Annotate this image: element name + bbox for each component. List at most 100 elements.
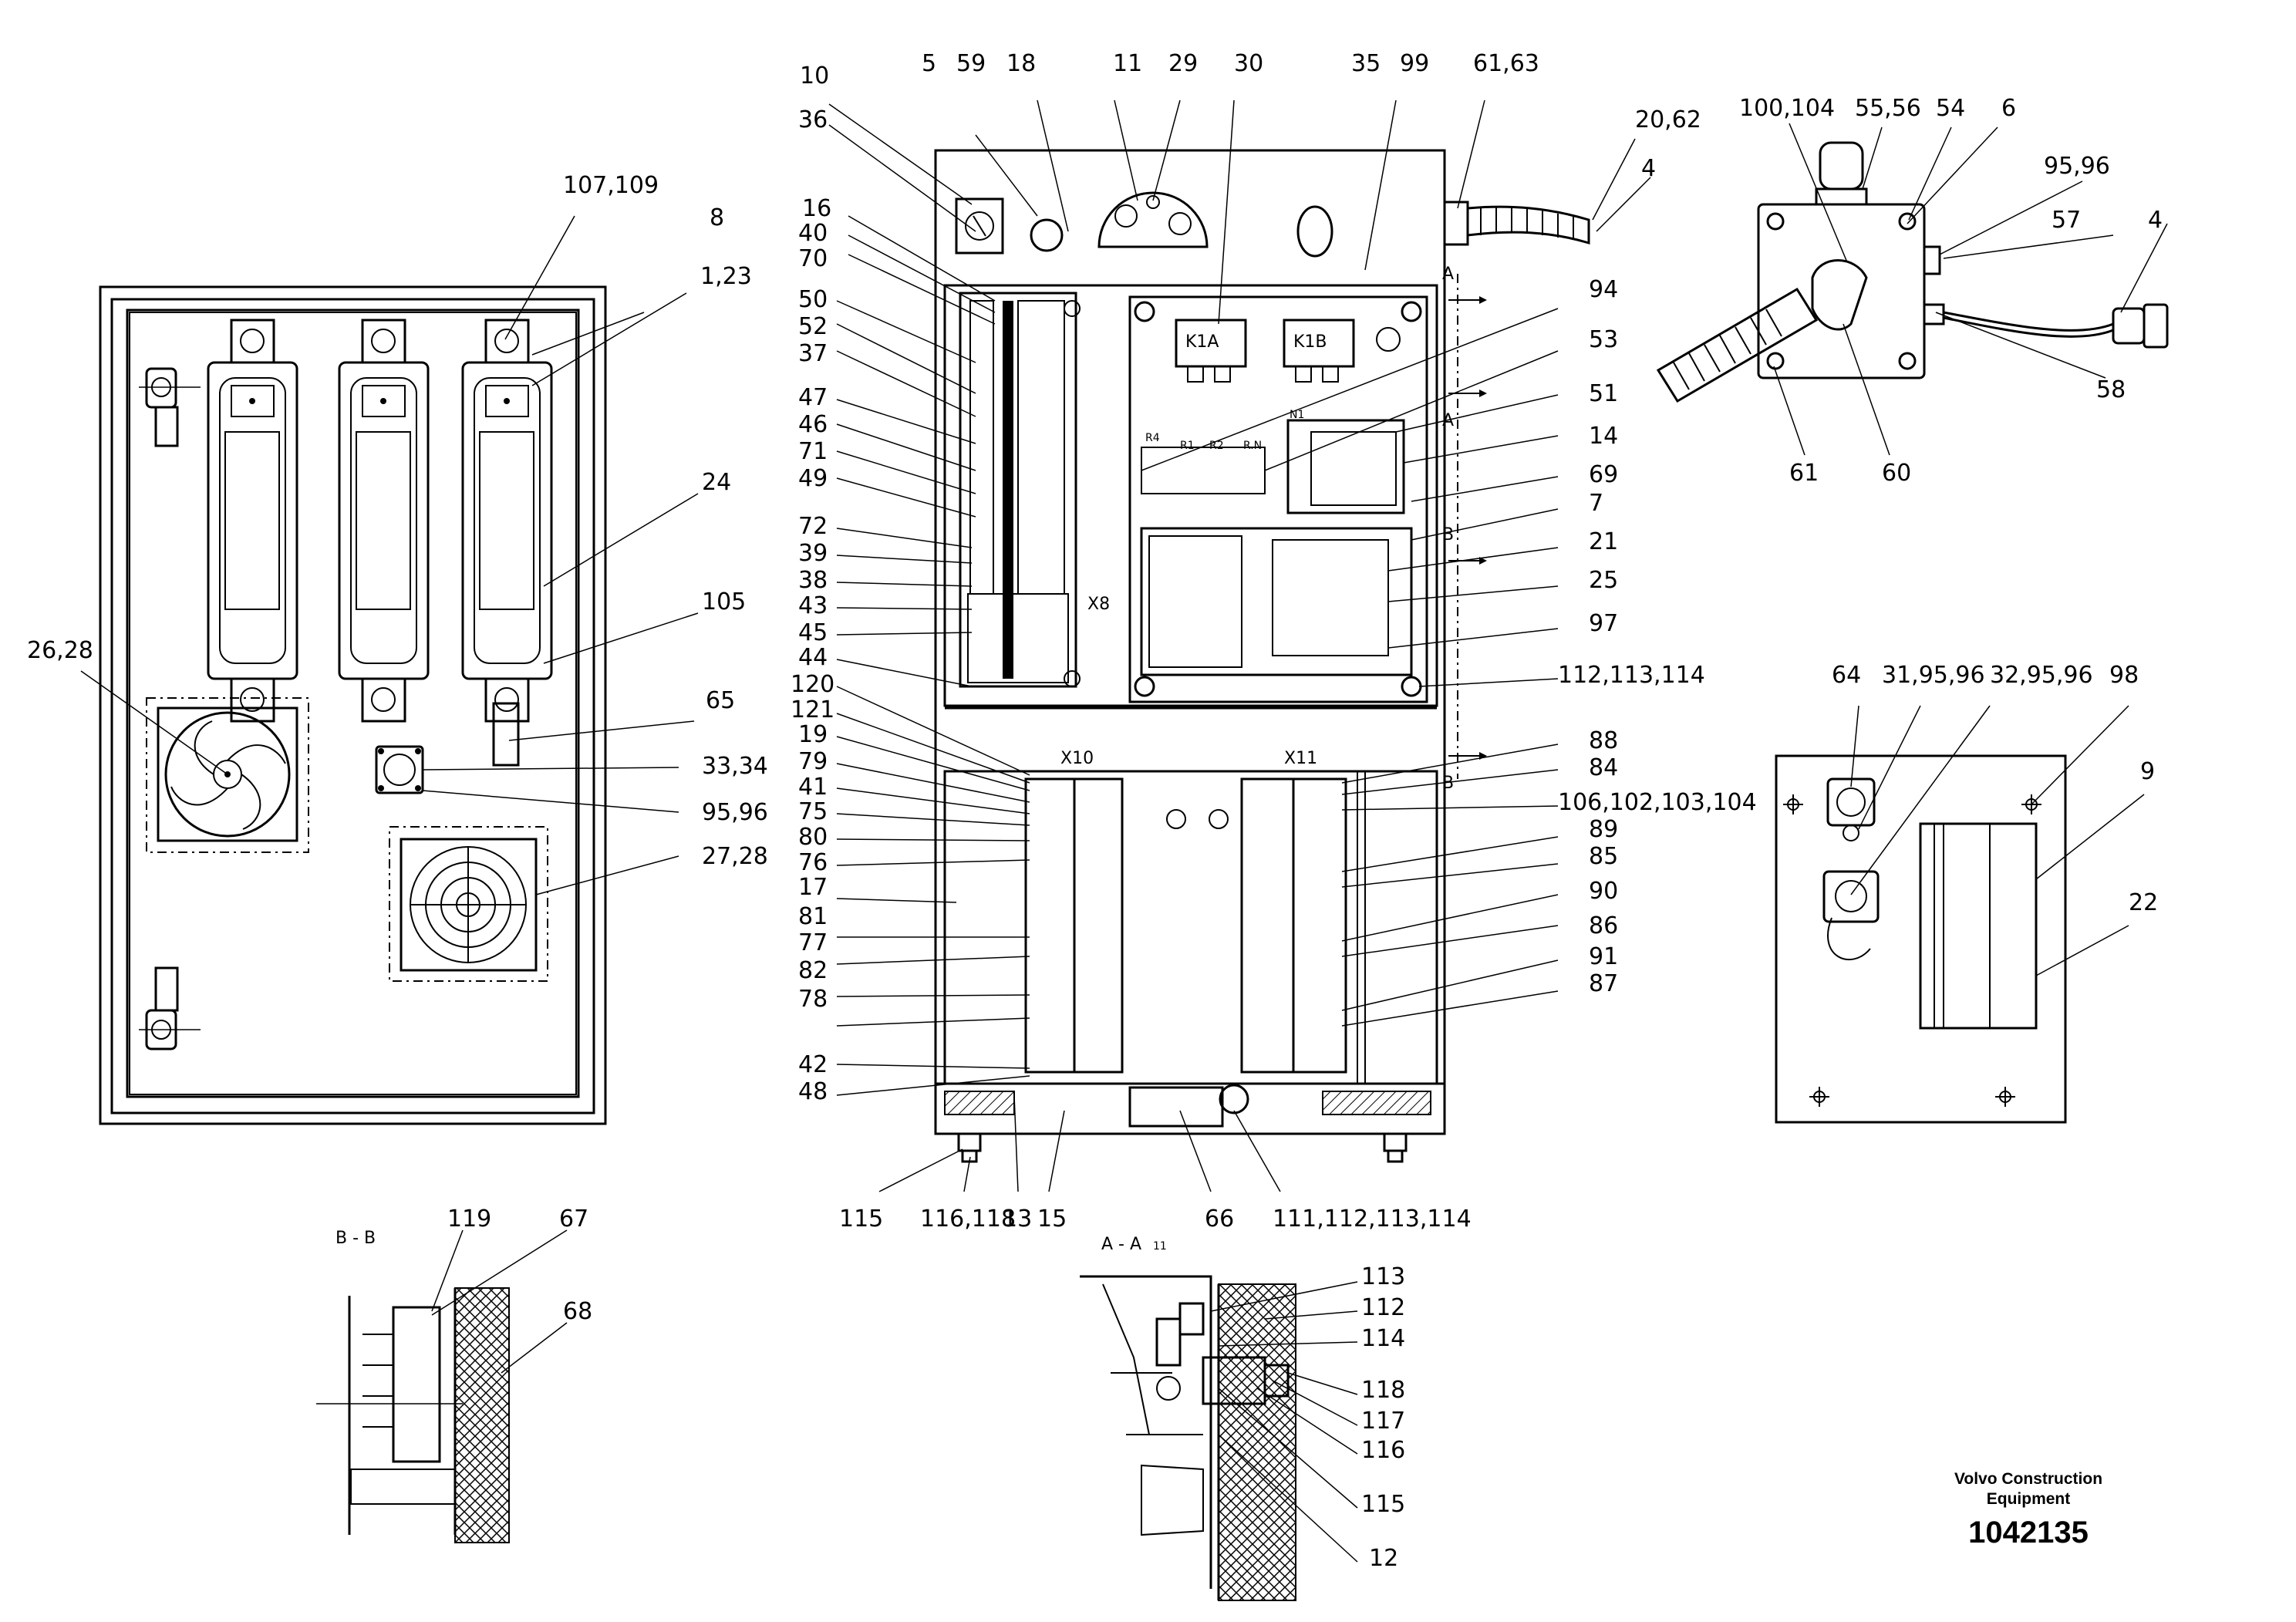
door-handle-1 (207, 319, 298, 723)
callout-label: 66 (1205, 1206, 1234, 1233)
company-name-line1: Volvo Construction (1954, 1470, 2103, 1488)
callout-label: 113 (1361, 1263, 1405, 1290)
callout-label: 26,28 (27, 637, 93, 664)
callout-label: 112 (1361, 1294, 1405, 1321)
callout-label: 19 (798, 721, 828, 748)
callout-label: 45 (798, 619, 828, 646)
callout-numbers: 10 5 59 18 11 29 30 35 99 61,63 36 16 40… (27, 50, 2163, 1572)
callout-label: 117 (1361, 1408, 1405, 1435)
callout-label: 77 (798, 929, 828, 956)
callout-label: 91 (1589, 943, 1618, 970)
relay-plate (1128, 295, 1428, 703)
company-name-line2: Equipment (1986, 1490, 2071, 1508)
door-view (99, 285, 607, 1125)
fan-unit (146, 697, 309, 853)
callout-label: 15 (1037, 1206, 1067, 1233)
section-bb-view (316, 1287, 510, 1543)
callout-label: 114 (1361, 1325, 1405, 1352)
callout-label: 16 (802, 195, 831, 222)
relay-label-k1a: K1A (1185, 332, 1219, 352)
callout-label: 37 (798, 340, 828, 367)
callout-label: 112,113,114 (1558, 662, 1705, 689)
callout-label: 8 (710, 204, 724, 231)
terminal-block-x11 (1240, 777, 1347, 1074)
callout-label: 51 (1589, 380, 1618, 407)
callout-label: 40 (798, 220, 828, 247)
callout-label: 105 (702, 588, 746, 615)
callout-label: 54 (1936, 95, 1965, 122)
callout-label: 76 (798, 849, 828, 876)
callout-label: 10 (800, 62, 829, 89)
section-mark-b-bottom: B (1442, 774, 1454, 793)
callout-label: 86 (1589, 912, 1618, 939)
callout-label: 50 (798, 286, 828, 313)
callout-label: 118 (1361, 1377, 1405, 1404)
callout-label: 65 (706, 687, 735, 714)
callout-leaders (80, 99, 2168, 1563)
callout-label: 115 (839, 1206, 883, 1233)
callout-label: 9 (2140, 758, 2155, 785)
board-label-n1: N1 (1290, 409, 1304, 421)
callout-label: 21 (1589, 528, 1618, 555)
callout-label: 48 (798, 1078, 828, 1105)
callout-label: 61 (1789, 460, 1819, 487)
callout-label: 38 (798, 567, 828, 594)
callout-label: 7 (1589, 490, 1603, 517)
callout-label: 67 (559, 1206, 588, 1233)
callout-label: 100,104 (1739, 95, 1835, 122)
callout-label: 95,96 (2044, 153, 2110, 180)
cabinet-foot-left (957, 1132, 982, 1163)
callout-label: 18 (1006, 50, 1036, 77)
callout-label: 120 (791, 671, 834, 698)
callout-label: 85 (1589, 843, 1618, 870)
callout-label: 5 (922, 50, 936, 77)
terminal-strip-x8 (959, 292, 1081, 688)
callout-label: 79 (798, 748, 828, 775)
callout-label: 20,62 (1635, 106, 1701, 133)
callout-label: 17 (798, 874, 828, 901)
terminal-label-x11: X11 (1284, 749, 1317, 768)
callout-label: 94 (1589, 276, 1618, 303)
callout-label: 52 (798, 313, 828, 340)
door-handle-2 (338, 319, 430, 723)
callout-label: 57 (2052, 207, 2081, 234)
callout-label: 47 (798, 384, 828, 411)
callout-label: 42 (798, 1051, 828, 1078)
section-mark-a-bottom: A (1442, 411, 1454, 430)
relay-label-k1b: K1B (1293, 332, 1327, 352)
callout-label: 53 (1589, 326, 1618, 353)
socket-64 (1826, 777, 1876, 841)
callout-label: 106,102,103,104 (1558, 789, 1757, 816)
callout-label: 97 (1589, 610, 1618, 637)
callout-label: 29 (1168, 50, 1198, 77)
callout-label: 43 (798, 592, 828, 619)
vent-grille (389, 826, 548, 982)
callout-label: 36 (798, 106, 828, 133)
callout-label: 71 (798, 438, 828, 465)
callout-label: 107,109 (563, 172, 659, 199)
callout-label: 80 (798, 824, 828, 851)
socket-32 (1822, 870, 1880, 961)
callout-label: 4 (2148, 207, 2163, 234)
callout-label: 69 (1589, 461, 1618, 488)
callout-label: 24 (702, 469, 731, 496)
callout-label: 30 (1234, 50, 1263, 77)
callout-label: 39 (798, 540, 828, 567)
terminal-label-x10: X10 (1060, 749, 1094, 768)
junction-box-view (1656, 141, 2169, 403)
callout-label: 32,95,96 (1990, 662, 2093, 689)
document-number: 1042135 (1968, 1516, 2089, 1549)
callout-label: 89 (1589, 816, 1618, 843)
callout-label: 72 (798, 513, 828, 540)
callout-label: 13 (1003, 1206, 1032, 1233)
door-latch-top (139, 367, 201, 447)
plate-mount-marks (1783, 794, 2041, 1107)
callout-label: 41 (798, 774, 828, 801)
callout-label: 82 (798, 957, 828, 984)
callout-label: 61,63 (1473, 50, 1539, 77)
callout-label: 58 (2096, 376, 2126, 403)
door-connector (375, 745, 424, 794)
cabinet-top-row (955, 191, 1590, 258)
section-mark-a-top: A (1442, 265, 1454, 284)
